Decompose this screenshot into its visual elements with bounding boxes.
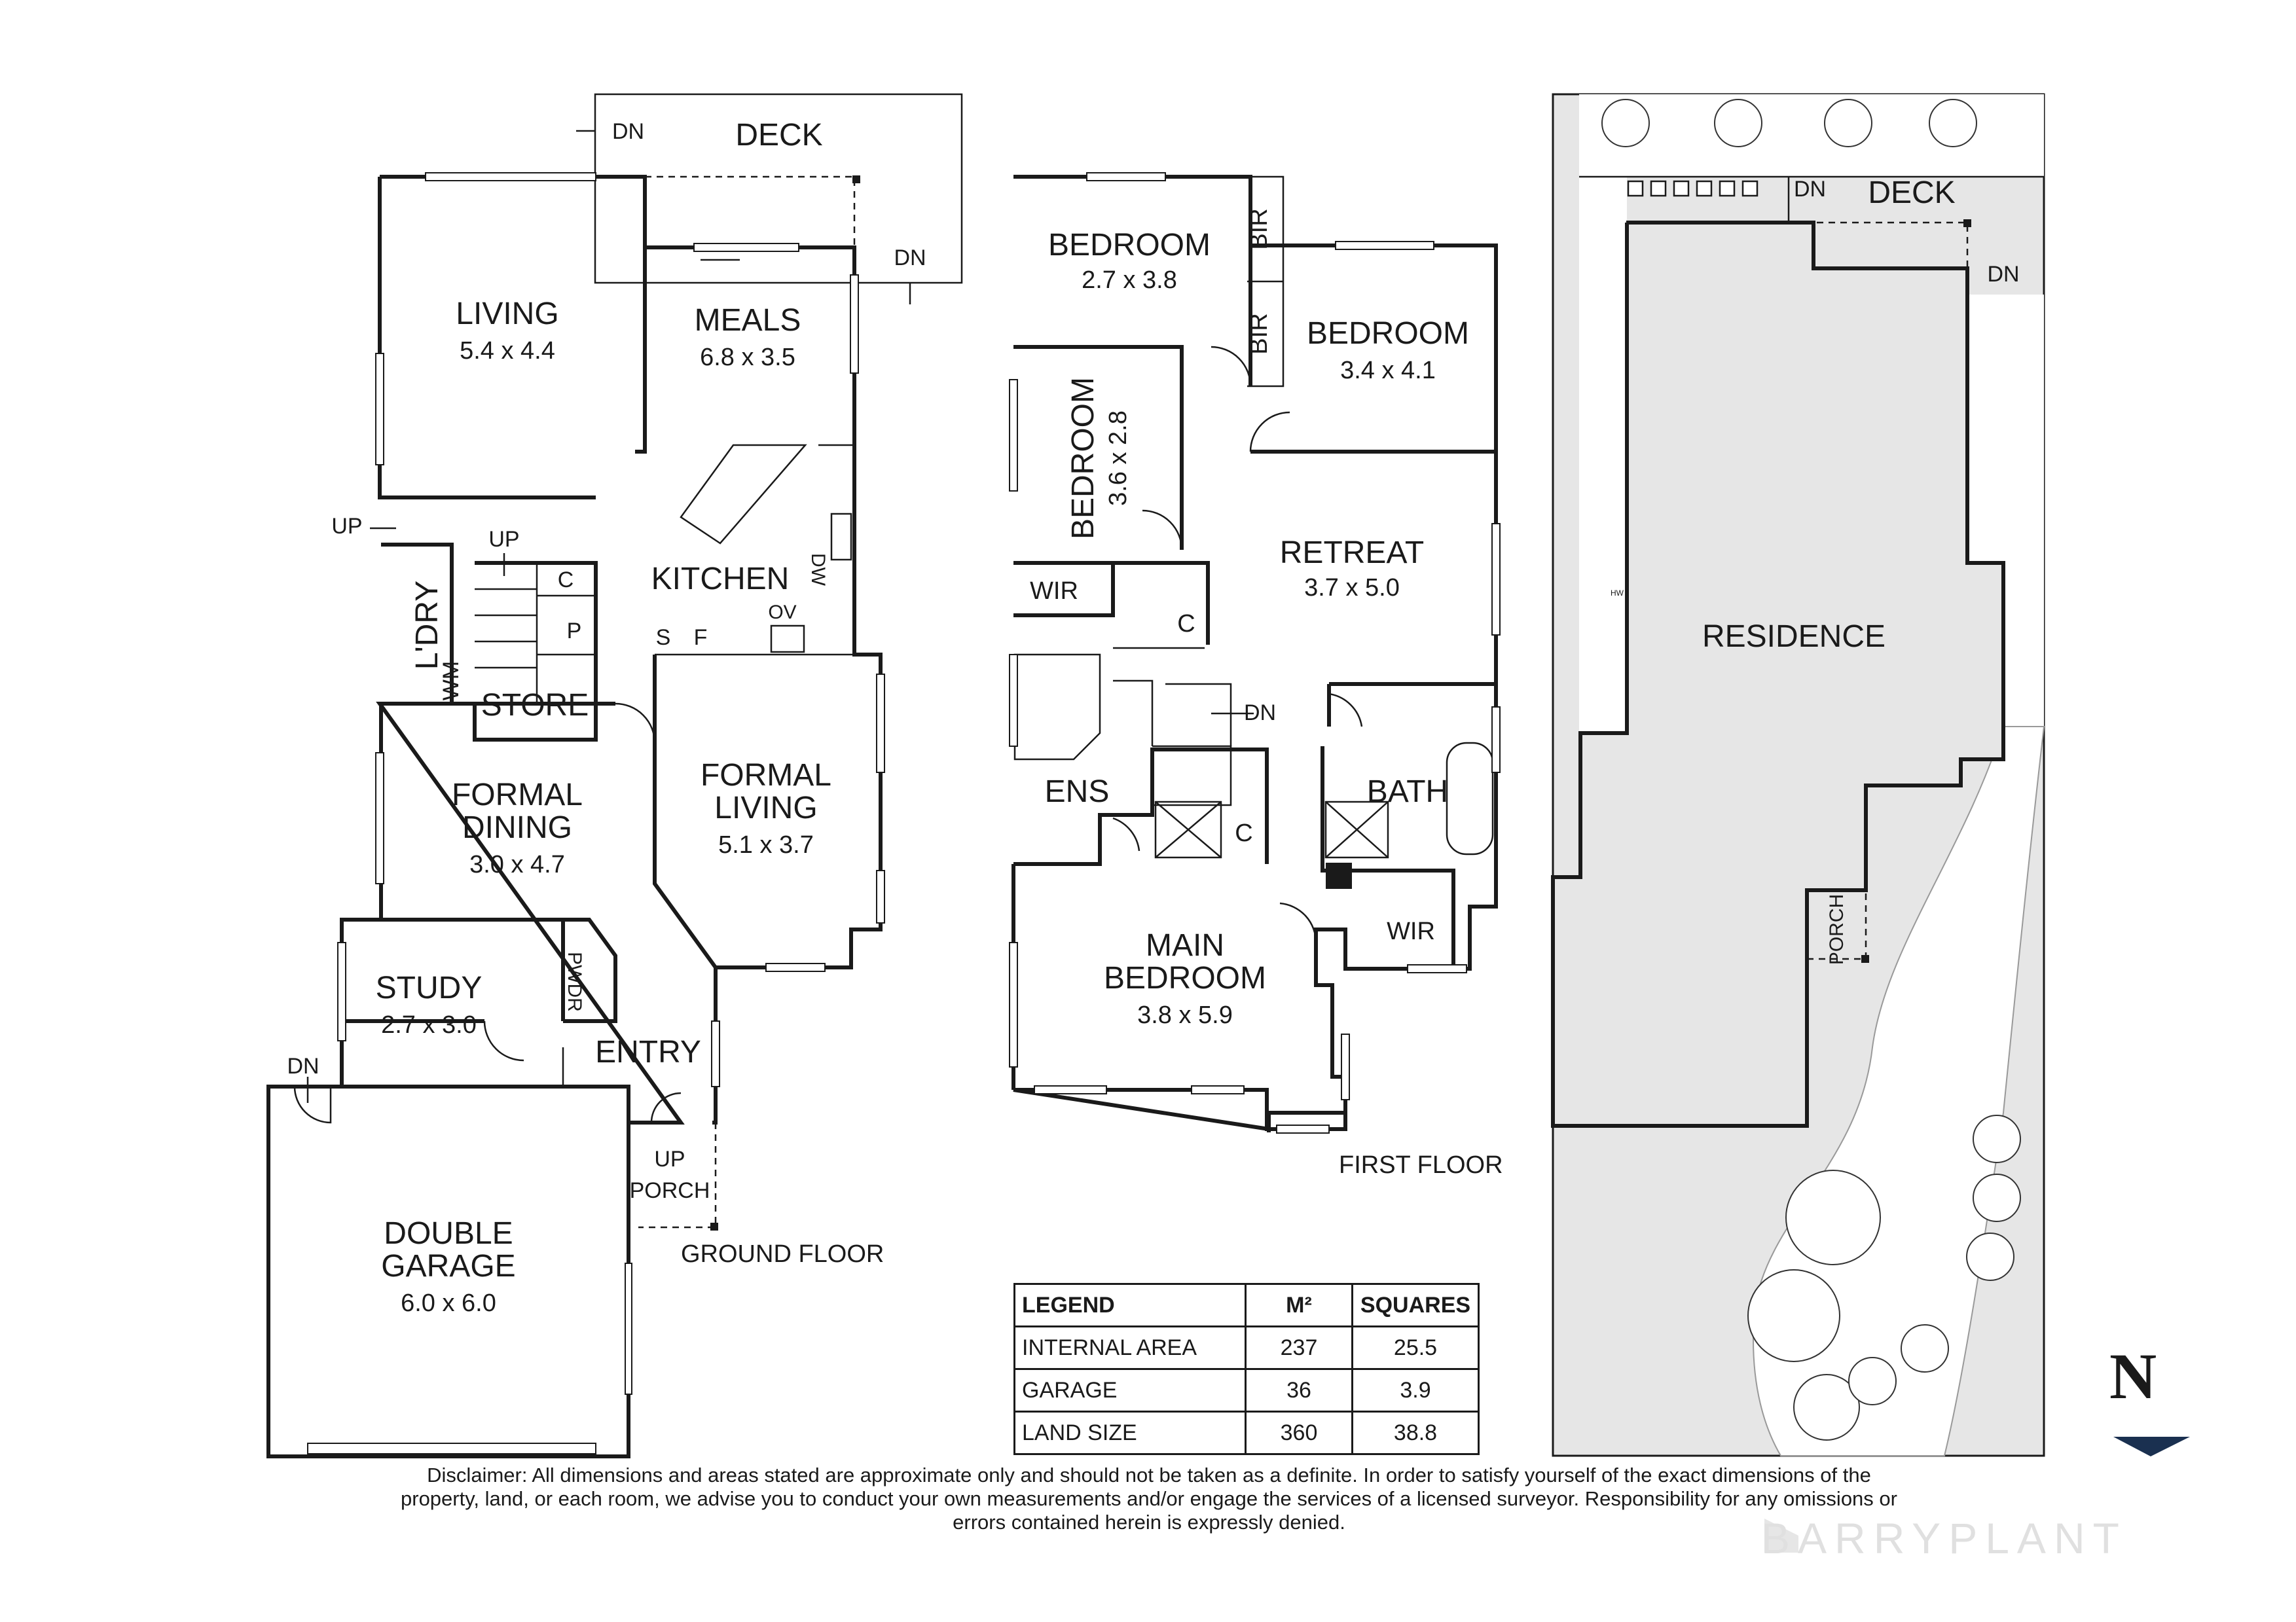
legend-cell: 360 [1245,1411,1353,1455]
brand-watermark: BARRYPLANT [1761,1514,2127,1562]
legend-row: LAND SIZE 360 38.8 [1013,1411,1480,1455]
north-label: N [2109,1340,2157,1413]
dishwasher-label: DW [807,553,829,586]
cupboard-label: C [558,568,574,592]
dn-label: DN [612,119,644,144]
dn-label: DN [287,1054,319,1079]
site-deck-label: DECK [1868,175,1955,210]
sink-label: S [656,625,671,650]
room-dim-garage: 6.0 x 6.0 [401,1289,496,1317]
powder-room-label: PWDR [564,952,585,1012]
room-dim-living: 5.4 x 4.4 [460,337,555,365]
room-name-formal-dining-line1: FORMAL [452,778,583,812]
room-name-meals: MEALS [695,303,801,338]
room-name-retreat: RETREAT [1280,535,1424,570]
room-name-bath: BATH [1367,774,1448,809]
site-porch-label: PORCH [1826,894,1848,965]
room-name-bedroom-2: BEDROOM [1307,316,1469,351]
room-dim-bedroom-2: 3.4 x 4.1 [1340,357,1436,384]
deck-label: DECK [735,118,822,153]
built-in-robe-label: BIR [1245,208,1273,249]
room-dim-bedroom-3: 3.6 x 2.8 [1104,410,1132,506]
room-dim-study: 2.7 x 3.0 [381,1011,477,1039]
room-name-bedroom-3: BEDROOM [1066,377,1101,539]
site-plan: DECK DN DN RESIDENCE PORCH HW [1551,93,2045,1457]
room-name-store: STORE [481,688,589,723]
walk-in-robe-label: WIR [1030,577,1078,605]
legend-cell: 25.5 [1351,1325,1480,1370]
first-floor-caption: FIRST FLOOR [1339,1151,1503,1179]
legend-row: INTERNAL AREA 237 25.5 [1013,1325,1480,1370]
cupboard-label: C [1177,610,1195,638]
legend-cell: LAND SIZE [1013,1411,1247,1455]
room-name-main-bedroom-line2: BEDROOM [1104,961,1266,996]
room-name-entry: ENTRY [595,1035,701,1070]
residence-label: RESIDENCE [1702,619,1886,654]
ground-floor-caption: GROUND FLOOR [681,1240,884,1268]
room-name-formal-dining-line2: DINING [462,810,572,845]
room-dim-bedroom-1: 2.7 x 3.8 [1082,266,1177,294]
room-name-garage-line1: DOUBLE [384,1216,513,1251]
north-arrow-icon [2113,1437,2190,1456]
room-name-kitchen: KITCHEN [651,562,790,596]
room-name-bedroom-1: BEDROOM [1048,228,1211,262]
oven-label: OV [768,602,796,623]
fridge-label: F [694,625,708,650]
pantry-label: P [567,619,582,643]
room-dim-formal-living: 5.1 x 3.7 [718,831,814,859]
hot-water-label: HW [1611,588,1624,598]
legend-header-row: LEGEND M² SQUARES [1013,1283,1480,1327]
walk-in-robe-label: WIR [1387,918,1435,945]
legend-cell: 38.8 [1351,1411,1480,1455]
first-floor-plan: BEDROOM 2.7 x 3.8 BIR BIR BEDROOM 3.4 x … [1009,172,1503,1179]
garage-walls [266,1085,630,1458]
legend-table: LEGEND M² SQUARES INTERNAL AREA 237 25.5… [1013,1283,1480,1455]
disclaimer-text: Disclaimer: All dimensions and areas sta… [401,1464,1897,1534]
room-name-formal-living-line1: FORMAL [701,758,831,793]
washing-machine-label: WM [439,661,464,700]
site-dn-label: DN [1987,262,2019,287]
dn-label: DN [894,245,926,270]
room-name-living: LIVING [456,297,558,331]
legend-row: GARAGE 36 3.9 [1013,1368,1480,1413]
ground-floor-plan: DECK DN DN LIVING 5.4 x 4.4 MEALS 6.8 x … [266,93,963,1458]
up-label: UP [488,527,519,552]
room-name-laundry: L'DRY [410,581,445,670]
legend-cell: 237 [1245,1325,1353,1370]
room-dim-main-bedroom: 3.8 x 5.9 [1137,1001,1233,1029]
room-name-garage-line2: GARAGE [381,1249,515,1284]
room-dim-retreat: 3.7 x 5.0 [1304,574,1400,602]
legend-header: LEGEND [1013,1283,1247,1327]
dn-label: DN [1244,700,1276,725]
site-dn-label: DN [1794,177,1826,202]
room-dim-formal-dining: 3.0 x 4.7 [469,851,565,878]
legend-header: M² [1245,1283,1353,1327]
room-name-formal-living-line2: LIVING [714,791,817,825]
up-label: UP [654,1147,685,1172]
deck-outline [594,93,963,284]
built-in-robe-label: BIR [1245,313,1273,354]
cupboard-label: C [1235,820,1252,847]
residence-footprint [1551,221,2005,1128]
legend-cell: INTERNAL AREA [1013,1325,1247,1370]
up-label: UP [331,514,362,539]
room-dim-meals: 6.8 x 3.5 [700,344,795,371]
legend-cell: GARAGE [1013,1368,1247,1413]
room-name-study: STUDY [376,971,483,1005]
room-name-main-bedroom-line1: MAIN [1146,928,1224,963]
legend-cell: 3.9 [1351,1368,1480,1413]
room-name-porch: PORCH [630,1178,710,1203]
legend-header: SQUARES [1351,1283,1480,1327]
room-name-ens: ENS [1045,774,1110,809]
legend-cell: 36 [1245,1368,1353,1413]
